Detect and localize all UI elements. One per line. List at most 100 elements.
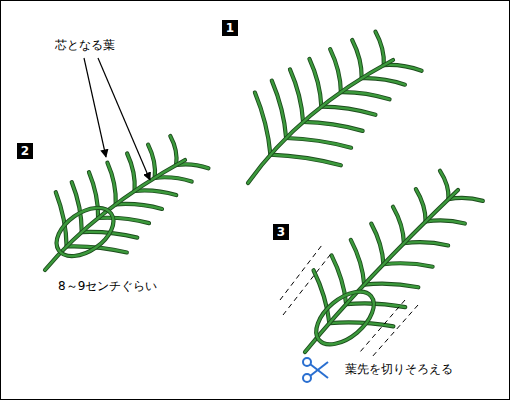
pinna-outline [362, 78, 405, 85]
pinna [107, 163, 115, 205]
pinna-outline [426, 220, 465, 223]
leaf-loop-outline [48, 198, 122, 266]
pinna [362, 78, 405, 85]
pinna [393, 207, 404, 244]
pinna-outline [371, 224, 383, 265]
pinna-outline [440, 171, 449, 199]
instruction-label: 葉先を切りそろえる [345, 362, 453, 376]
midrib-outline [45, 160, 185, 270]
pinna-outline [72, 182, 82, 232]
pinna-outline [127, 154, 135, 191]
pinna-outline [330, 49, 341, 92]
pinna-outline [89, 172, 98, 218]
pinna-outline [176, 164, 208, 168]
leaf-loop [48, 198, 122, 266]
pinna [321, 107, 375, 115]
pinna [351, 240, 364, 285]
pinna [371, 224, 383, 265]
pinna-outline [393, 207, 404, 244]
pinna [416, 189, 426, 221]
pinna-outline [448, 198, 482, 201]
fern-leaf [248, 32, 422, 183]
pinna-outline [98, 218, 149, 223]
midrib [305, 190, 458, 352]
pinna-outline [155, 177, 192, 181]
cut-line [360, 300, 405, 352]
pinna [290, 69, 303, 122]
annotation-label: 芯となる葉 [55, 38, 115, 52]
pinna-outline [384, 65, 422, 71]
scissors-blade [310, 364, 328, 378]
pinna [286, 138, 351, 148]
cut-line [283, 255, 330, 315]
pinna [148, 145, 155, 178]
pinna-outline [135, 190, 177, 195]
pinna-outline [352, 40, 362, 78]
pinna [116, 204, 162, 209]
pinna [384, 65, 422, 71]
fern-leaf [45, 136, 208, 270]
cut-line [372, 305, 418, 357]
pinna-outline [286, 138, 351, 148]
pinna-outline [383, 263, 432, 266]
pinna [404, 242, 448, 245]
pinna-outline [309, 59, 321, 107]
pinna [352, 40, 362, 78]
pinna [309, 59, 321, 107]
pinna [98, 218, 149, 223]
callout-number: 3 [273, 224, 289, 240]
scissors-icon [303, 358, 328, 382]
pinna [330, 49, 341, 92]
pinna [364, 284, 418, 288]
pinna [170, 136, 176, 165]
pinna [383, 263, 432, 266]
midrib [45, 160, 185, 270]
leaf-loop-outline [307, 282, 384, 355]
pinna [375, 32, 383, 65]
pinna [440, 171, 449, 199]
pinna [135, 190, 177, 195]
pinna [329, 322, 393, 326]
leader-arrow [98, 58, 150, 180]
pinna-outline [416, 189, 426, 221]
leader-arrow [84, 58, 106, 157]
pinna-outline [148, 145, 155, 178]
fern-leaf [305, 171, 483, 355]
pinna [270, 155, 340, 166]
pinna-outline [375, 32, 383, 65]
scissors-handle [303, 358, 311, 366]
midrib-outline [248, 60, 393, 183]
pinna-outline [170, 136, 176, 165]
scissors-blade [310, 362, 328, 376]
dimension-label: 8～9センチぐらい [58, 279, 157, 293]
pinna [341, 92, 390, 99]
pinna [303, 122, 363, 131]
pinna-outline [272, 81, 286, 138]
pinna-outline [329, 322, 393, 326]
pinna [176, 164, 208, 168]
leaf-loop [307, 282, 384, 355]
pinna [255, 93, 271, 155]
pinna-outline [341, 92, 390, 99]
pinna-outline [116, 204, 162, 209]
scissors-handle [303, 374, 311, 382]
pinna [155, 177, 192, 181]
callout-number: 2 [17, 143, 33, 159]
pinna-outline [270, 155, 340, 166]
pinna [127, 154, 135, 191]
midrib [248, 60, 393, 183]
pinna-outline [404, 242, 448, 245]
pinna-outline [107, 163, 115, 205]
callout-number: 1 [222, 20, 238, 36]
pinna-outline [351, 240, 364, 285]
pinna-outline [290, 69, 303, 122]
pinna-outline [255, 93, 271, 155]
pinna [89, 172, 98, 218]
midrib-outline [305, 190, 458, 352]
pinna [426, 220, 465, 223]
pinna-outline [303, 122, 363, 131]
